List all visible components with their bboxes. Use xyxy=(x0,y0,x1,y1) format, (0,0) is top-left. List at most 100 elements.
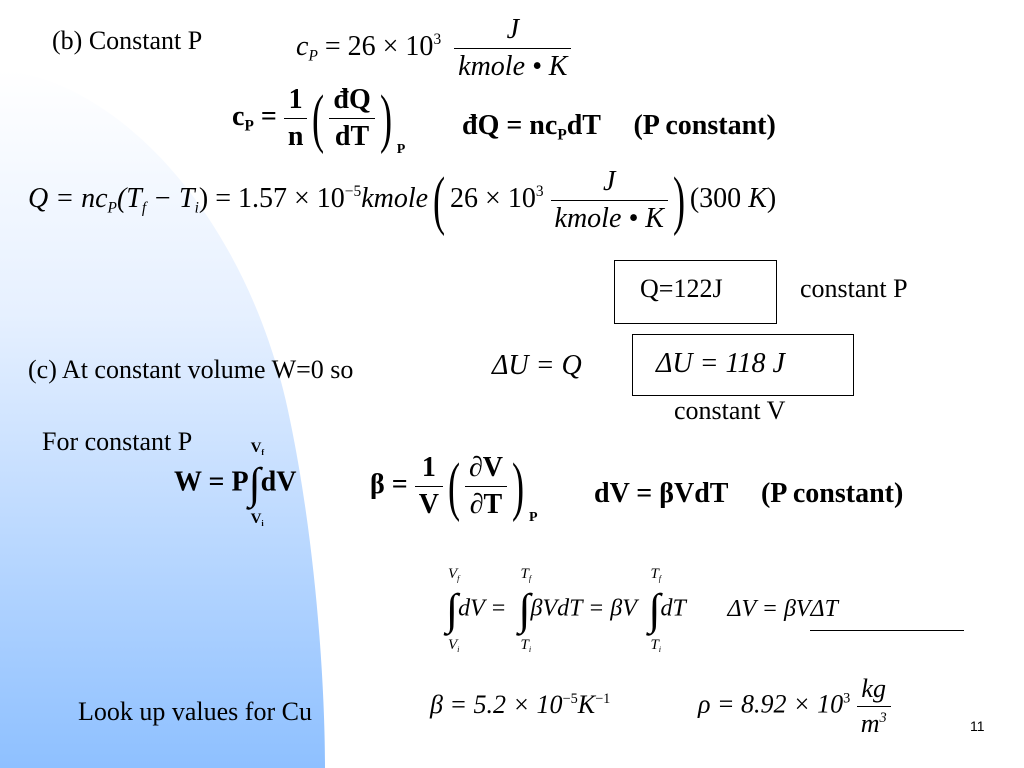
dv-equation-text: dV = βVdT xyxy=(594,478,728,509)
du-result-unit: J xyxy=(772,348,785,379)
one-over-v-fraction: 1 V xyxy=(414,452,443,521)
rho-value: ρ = 8.92 × 103 kg m3 xyxy=(698,674,891,739)
fraction-numerator: kg xyxy=(856,674,891,707)
left-paren: ( xyxy=(447,449,460,523)
fraction-numerator: 1 xyxy=(283,84,308,119)
tf-subscript: f xyxy=(141,199,147,217)
constant-v-label: constant V xyxy=(674,396,786,425)
dq-equation: đQ = ncPdT (P constant) xyxy=(462,110,776,144)
rho-value-text: ρ = 8.92 × 10 xyxy=(698,689,844,719)
integral-1-body: dV = xyxy=(458,595,507,622)
cp-value: = 26 × 10 xyxy=(324,30,434,62)
p-constant-note: (P constant) xyxy=(633,110,776,141)
temp-value: (300 xyxy=(689,182,749,214)
kmole-unit: kmole xyxy=(361,182,429,214)
beta-unit: K xyxy=(577,690,596,719)
integral-3-body: dT xyxy=(660,595,686,622)
q-calculation: Q = ncP(Tf − Ti) = 1.57 × 10−5kmole(26 ×… xyxy=(28,166,776,235)
integral-upper-limit: Vf xyxy=(250,440,265,457)
constant-p-heading: For constant P xyxy=(42,427,193,456)
q-mid-value: ) = 1.57 × 10 xyxy=(198,182,345,214)
dv-equation: dV = βVdT (P constant) xyxy=(594,478,903,510)
du-result-box xyxy=(632,334,854,396)
q-lhs-subscript: P xyxy=(107,199,117,217)
dq-equation-text: đQ = nc xyxy=(462,110,558,141)
cp-def-subscript: P xyxy=(244,117,254,135)
dq-equation-subscript: P xyxy=(557,126,567,144)
q-lhs: Q = nc xyxy=(28,182,108,214)
left-paren: ( xyxy=(312,81,325,155)
ti-symbol: − T xyxy=(146,182,195,214)
cp-value-equation: cP = 26 × 103 J kmole • K xyxy=(296,14,572,83)
page-number: 11 xyxy=(970,718,985,734)
q-unit-fraction: J kmole • K xyxy=(550,166,668,235)
fraction-denominator: n xyxy=(287,121,304,152)
tf-symbol: (T xyxy=(116,182,142,214)
fraction-numerator: 1 xyxy=(414,452,443,487)
q-mid-exponent: −5 xyxy=(344,183,362,201)
beta-value: β = 5.2 × 10−5K−1 xyxy=(430,690,610,720)
cp-symbol: c xyxy=(296,30,309,62)
dq-equation-tail: dT xyxy=(566,110,601,141)
work-rhs: dV xyxy=(260,466,297,498)
beta-value-text: β = 5.2 × 10 xyxy=(430,690,563,719)
p-constant-note-2: (P constant) xyxy=(760,478,904,509)
cp-def-equals: = xyxy=(260,100,277,132)
cp-unit-numerator: J xyxy=(454,14,572,49)
cp-def-symbol: c xyxy=(232,100,245,132)
temp-unit: K xyxy=(748,182,767,214)
dv-dt-partial-fraction: ∂V ∂T xyxy=(464,452,507,521)
q-result: Q=122J xyxy=(640,274,723,303)
paren-subscript: P xyxy=(528,509,538,525)
cp-unit-fraction: J kmole • K xyxy=(454,14,572,83)
fraction-numerator: đQ xyxy=(329,84,375,119)
paren-subscript: P xyxy=(396,141,406,157)
beta-unit-exponent: −1 xyxy=(595,691,611,707)
rho-unit-fraction: kg m3 xyxy=(856,674,891,739)
beta-lhs: β = xyxy=(370,468,408,500)
cp-value-inline: 26 × 10 xyxy=(450,182,536,214)
fraction-denominator: kmole • K xyxy=(554,203,664,234)
cp-unit-denominator: kmole • K xyxy=(458,51,568,82)
cp-subscript: P xyxy=(308,47,318,65)
integral-lower-limit: Vi xyxy=(250,511,264,528)
ti-subscript: i xyxy=(194,199,199,217)
part-c-text: (c) At constant volume W=0 so xyxy=(28,355,354,384)
q-result-box xyxy=(614,260,777,324)
cp-exponent: 3 xyxy=(433,31,442,49)
integral-sign: ∫ Vf Vi xyxy=(248,440,265,528)
work-equation: W = P ∫ Vf Vi dV xyxy=(174,440,297,528)
fraction-denominator: m3 xyxy=(860,709,887,738)
fraction-denominator: V xyxy=(418,489,439,520)
right-paren: ) xyxy=(672,163,685,237)
integral-sign: ∫ Tf Ti xyxy=(518,566,532,654)
cp-value-inline-exponent: 3 xyxy=(535,183,544,201)
fraction-denominator: ∂T xyxy=(469,489,503,520)
integral-sign: ∫ Vf Vi xyxy=(446,566,460,654)
du-result-value: ΔU = 118 xyxy=(656,348,773,379)
temp-close: ) xyxy=(766,182,777,214)
left-paren: ( xyxy=(432,163,446,237)
constant-p-label: constant P xyxy=(800,274,908,303)
cp-definition: cP = 1 n ( đQ dT )P xyxy=(232,84,405,158)
integral-sign: ∫ Tf Ti xyxy=(648,566,662,654)
right-paren: ) xyxy=(379,81,392,155)
one-over-n-fraction: 1 n xyxy=(283,84,308,153)
part-b-heading: (b) Constant P xyxy=(52,26,203,55)
dq-dt-fraction: đQ dT xyxy=(329,84,375,153)
fraction-numerator: ∂V xyxy=(464,452,507,487)
rho-value-exponent: 3 xyxy=(843,690,851,707)
integral-2-body: βVdT = βV xyxy=(530,595,637,622)
integral-equation: ∫ Vf Vi dV = ∫ Tf Ti βVdT = βV ∫ Tf Ti d… xyxy=(446,566,838,654)
lookup-text: Look up values for Cu xyxy=(78,697,312,726)
fraction-numerator: J xyxy=(550,166,668,201)
beta-definition: β = 1 V ( ∂V ∂T )P xyxy=(370,452,538,526)
beta-value-exponent: −5 xyxy=(562,691,578,707)
du-result: ΔU = 118 J xyxy=(656,348,785,380)
fraction-denominator: dT xyxy=(334,121,370,152)
right-paren: ) xyxy=(511,449,525,523)
work-lhs: W = P xyxy=(174,466,249,498)
dv-result-underline xyxy=(810,630,964,631)
du-equals-q: ΔU = Q xyxy=(492,350,582,381)
